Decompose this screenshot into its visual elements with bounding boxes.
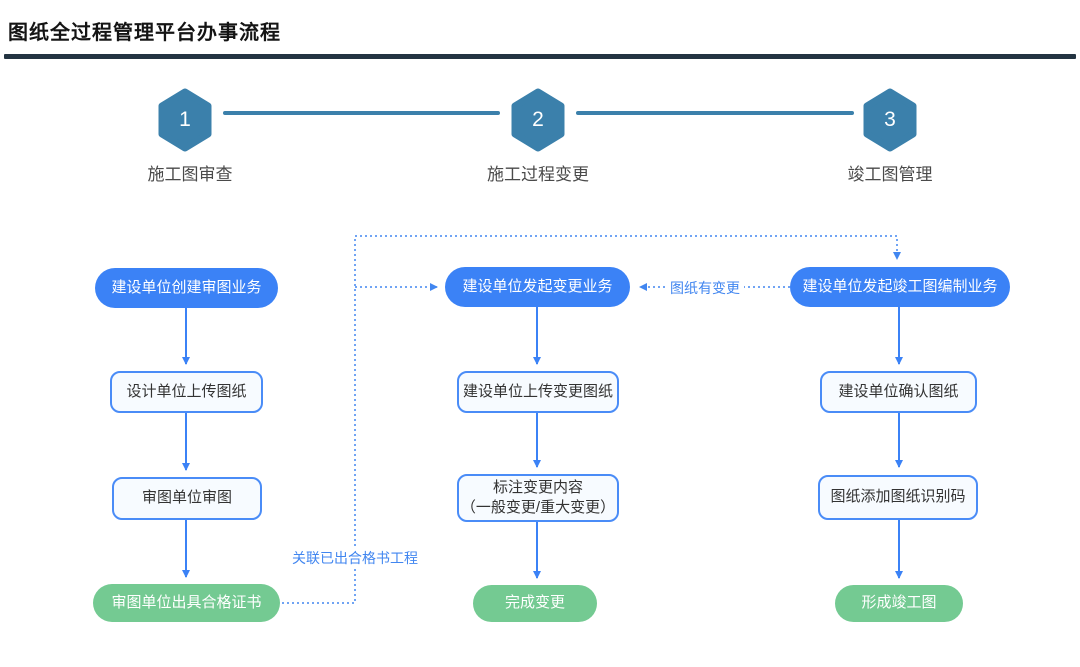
solid-flow-arrows <box>182 307 903 579</box>
node-complete-change: 完成变更 <box>473 585 597 622</box>
node-issue-certificate: 审图单位出具合格证书 <box>93 584 280 622</box>
node-form-asbuilt-drawing: 形成竣工图 <box>835 585 963 622</box>
title-divider <box>4 54 1076 59</box>
step-2-number: 2 <box>532 108 544 131</box>
step-3-label: 竣工图管理 <box>847 165 933 184</box>
step-connector-lines <box>223 111 854 115</box>
page-title: 图纸全过程管理平台办事流程 <box>8 22 281 44</box>
step-1-number: 1 <box>179 108 191 131</box>
hexagon-step-2 <box>511 88 565 152</box>
step-1-label: 施工图审查 <box>147 165 233 184</box>
node-annotate-change-content: 标注变更内容 （一般变更/重大变更） <box>457 474 619 522</box>
node-review-unit-review: 审图单位审图 <box>112 477 262 520</box>
node-upload-change-drawings: 建设单位上传变更图纸 <box>457 371 619 413</box>
node-confirm-drawings: 建设单位确认图纸 <box>820 371 977 413</box>
drawing-changed-label: 图纸有变更 <box>666 279 744 297</box>
step-hexagons <box>158 88 917 152</box>
node-initiate-change-business: 建设单位发起变更业务 <box>445 267 630 307</box>
certificate-link-label: 关联已出合格书工程 <box>289 549 421 567</box>
node-design-unit-upload-drawings: 设计单位上传图纸 <box>110 371 263 413</box>
hexagon-step-1 <box>158 88 212 152</box>
hexagon-step-3 <box>863 88 917 152</box>
step-2-label: 施工过程变更 <box>487 165 589 184</box>
step-3-number: 3 <box>884 108 896 131</box>
node-create-review-business: 建设单位创建审图业务 <box>95 268 278 308</box>
node-initiate-asbuilt-business: 建设单位发起竣工图编制业务 <box>790 267 1010 307</box>
node-add-drawing-id-code: 图纸添加图纸识别码 <box>818 475 978 520</box>
certificate-to-completion-link <box>282 235 901 604</box>
